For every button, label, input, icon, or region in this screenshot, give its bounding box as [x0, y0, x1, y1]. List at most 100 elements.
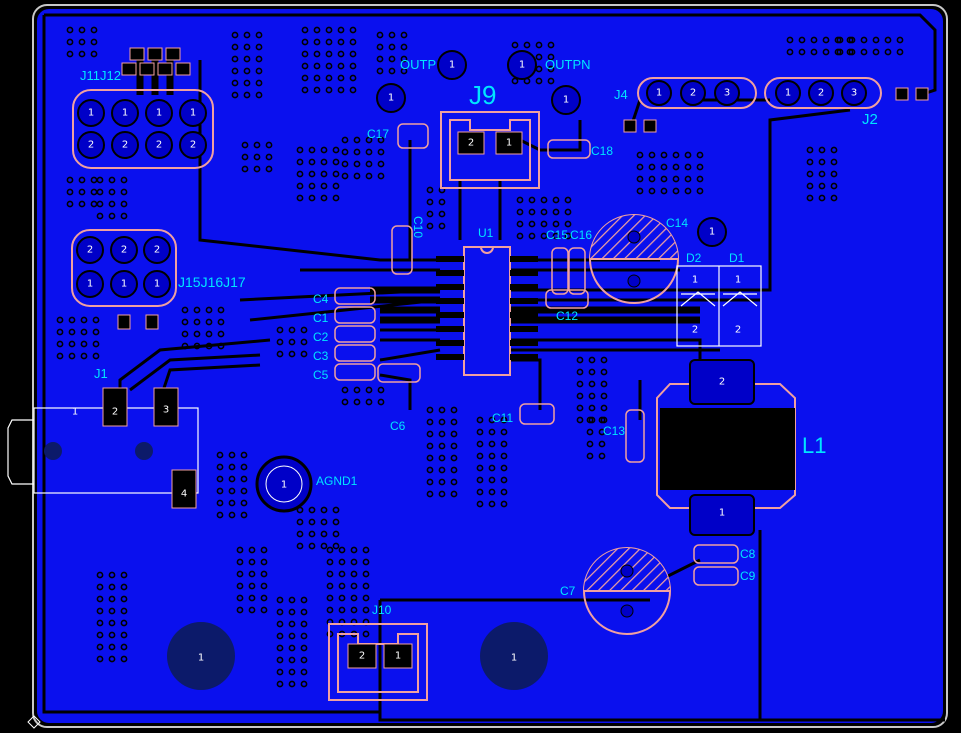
- via: [308, 542, 316, 550]
- via: [818, 194, 826, 202]
- via: [108, 583, 116, 591]
- via: [92, 328, 100, 336]
- via: [540, 208, 548, 216]
- via: [260, 570, 268, 578]
- via: [78, 200, 86, 208]
- label-c18: C18: [591, 144, 613, 158]
- pad-label: 2: [735, 325, 741, 336]
- via: [884, 36, 892, 44]
- mount-hole-right-label: 1: [511, 653, 517, 664]
- via: [205, 306, 213, 314]
- via: [255, 55, 263, 63]
- via: [320, 506, 328, 514]
- via: [337, 62, 345, 70]
- via: [240, 463, 248, 471]
- via: [576, 404, 584, 412]
- via: [260, 546, 268, 554]
- pad-label: 3: [851, 88, 857, 99]
- via: [516, 196, 524, 204]
- via: [108, 200, 116, 208]
- pad-label: 3: [724, 88, 730, 99]
- via: [236, 570, 244, 578]
- via: [353, 398, 361, 406]
- via: [648, 187, 656, 195]
- via: [253, 153, 261, 161]
- via: [349, 62, 357, 70]
- via: [296, 146, 304, 154]
- via: [236, 594, 244, 602]
- label-d2: D2: [686, 251, 702, 265]
- pad-label: 2: [112, 407, 118, 418]
- via: [349, 50, 357, 58]
- via: [848, 48, 856, 56]
- via: [636, 151, 644, 159]
- via: [205, 318, 213, 326]
- via: [598, 416, 606, 424]
- via: [108, 619, 116, 627]
- via: [217, 342, 225, 350]
- pad-label: 2: [359, 651, 365, 662]
- via: [68, 328, 76, 336]
- pad-label: 2: [468, 138, 474, 149]
- via: [296, 542, 304, 550]
- pad-label: 1: [72, 407, 78, 418]
- via: [450, 430, 458, 438]
- via: [350, 570, 358, 578]
- via: [313, 74, 321, 82]
- via: [92, 340, 100, 348]
- label-c2: C2: [313, 330, 329, 344]
- via: [377, 398, 385, 406]
- via: [588, 368, 596, 376]
- via: [426, 466, 434, 474]
- via: [353, 136, 361, 144]
- via: [300, 656, 308, 664]
- via: [476, 476, 484, 484]
- via: [884, 48, 892, 56]
- via: [108, 655, 116, 663]
- via: [260, 594, 268, 602]
- via: [338, 606, 346, 614]
- via: [598, 440, 606, 448]
- via: [547, 77, 555, 85]
- connector-j9: 2 1 1 1 1 1 1: [376, 50, 727, 247]
- label-c15: C15: [546, 228, 568, 242]
- via: [798, 48, 806, 56]
- via: [488, 488, 496, 496]
- label-j4: J4: [614, 87, 628, 102]
- via: [547, 53, 555, 61]
- via: [438, 466, 446, 474]
- pad-label: 1: [735, 275, 741, 286]
- via: [476, 500, 484, 508]
- via: [540, 220, 548, 228]
- smd-caps: [334, 123, 739, 586]
- pad-label: 1: [122, 108, 128, 119]
- via: [438, 430, 446, 438]
- label-j9: J9: [469, 80, 496, 110]
- via: [696, 175, 704, 183]
- via: [78, 188, 86, 196]
- via: [338, 570, 346, 578]
- via: [576, 368, 584, 376]
- label-c5: C5: [313, 368, 329, 382]
- via: [90, 50, 98, 58]
- via: [426, 222, 434, 230]
- via: [598, 452, 606, 460]
- via: [362, 606, 370, 614]
- via: [818, 170, 826, 178]
- via: [806, 194, 814, 202]
- via: [181, 330, 189, 338]
- via: [810, 48, 818, 56]
- via: [120, 595, 128, 603]
- via: [300, 668, 308, 676]
- via: [362, 570, 370, 578]
- via: [296, 158, 304, 166]
- via: [332, 518, 340, 526]
- via: [648, 175, 656, 183]
- via: [325, 62, 333, 70]
- via: [120, 655, 128, 663]
- via: [120, 619, 128, 627]
- pad-label: 1: [388, 93, 394, 104]
- via: [598, 428, 606, 436]
- via: [248, 606, 256, 614]
- mount-hole-left-label: 1: [198, 653, 204, 664]
